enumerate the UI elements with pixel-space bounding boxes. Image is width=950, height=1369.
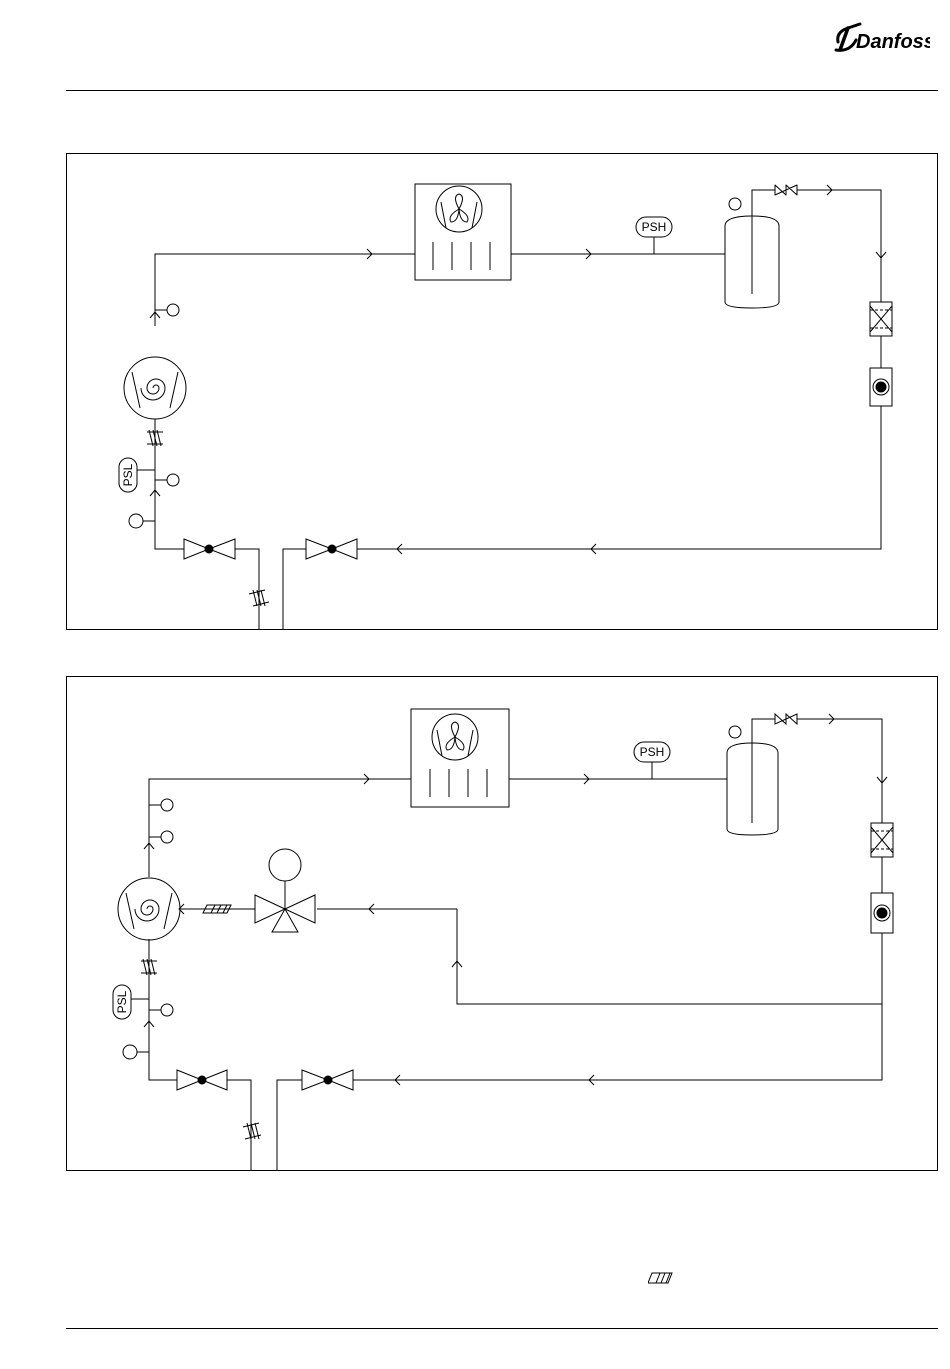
condenser bbox=[411, 709, 509, 807]
service-valve bbox=[775, 714, 797, 724]
psl-label: PSL bbox=[121, 463, 135, 486]
fan-icon bbox=[446, 722, 464, 750]
discharge-line bbox=[149, 779, 411, 877]
vibration-eliminator bbox=[147, 430, 163, 446]
gauge-port bbox=[161, 831, 173, 843]
suction-return-line bbox=[357, 406, 881, 549]
valve-actuator bbox=[269, 849, 301, 881]
header-rule bbox=[66, 90, 938, 91]
hot-gas-line bbox=[457, 909, 882, 1004]
gauge-port bbox=[161, 1004, 173, 1016]
scroll-compressor bbox=[118, 878, 180, 940]
psl-label: PSL bbox=[115, 990, 129, 1013]
vibration-eliminator-legend-icon bbox=[648, 1271, 674, 1285]
gauge-port bbox=[129, 514, 143, 528]
psh-label: PSH bbox=[642, 220, 667, 234]
refrigeration-circuit-2: PSH PSL bbox=[67, 677, 939, 1172]
diagram-panel-2: PSH PSL bbox=[66, 676, 938, 1171]
footer-rule bbox=[66, 1328, 938, 1329]
gauge-port bbox=[729, 198, 741, 210]
gauge-port bbox=[161, 799, 173, 811]
vibration-eliminator bbox=[141, 959, 157, 975]
danfoss-logo: Danfoss bbox=[830, 16, 930, 60]
suction-return-line bbox=[353, 933, 882, 1080]
service-valve bbox=[775, 185, 797, 195]
brand-text: Danfoss bbox=[856, 31, 930, 53]
gauge-port bbox=[167, 474, 179, 486]
gauge-port bbox=[123, 1045, 137, 1059]
fan-icon bbox=[450, 194, 468, 222]
diagram-panel-1: PSH PSL bbox=[66, 153, 938, 630]
refrigeration-circuit-1: PSH PSL bbox=[67, 154, 939, 631]
liquid-line bbox=[797, 719, 882, 823]
scroll-compressor bbox=[124, 357, 186, 419]
vibration-eliminator bbox=[243, 1123, 261, 1139]
psh-label: PSH bbox=[640, 745, 665, 759]
gauge-port bbox=[167, 304, 179, 316]
gauge-port bbox=[729, 726, 741, 738]
liquid-line bbox=[797, 190, 881, 302]
discharge-line bbox=[155, 254, 415, 326]
